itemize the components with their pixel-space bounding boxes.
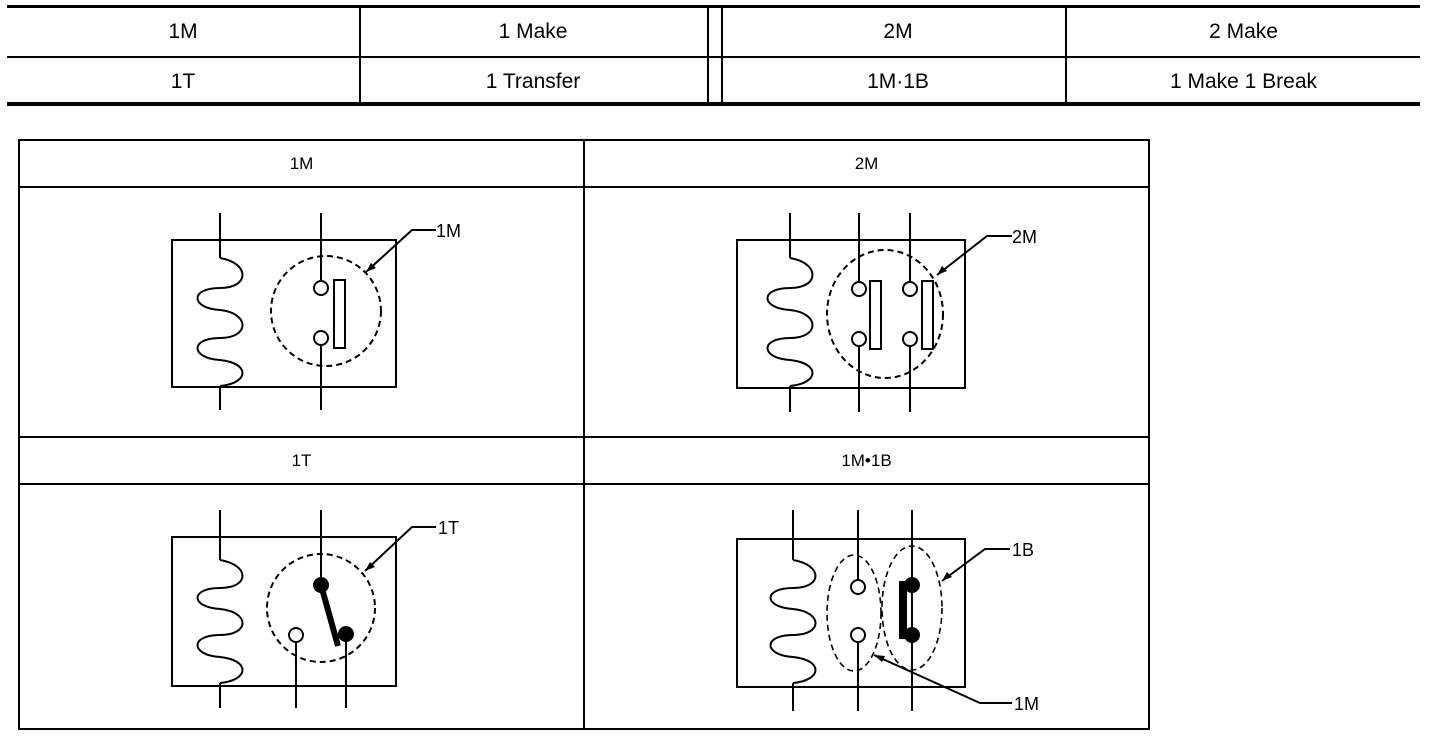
diagram-title: 1M•1B bbox=[585, 438, 1148, 485]
diagram-title: 1M bbox=[20, 141, 583, 188]
legend-meaning: 2 Make bbox=[1209, 19, 1278, 43]
callout-label-make: 1M bbox=[1014, 694, 1039, 714]
legend-row: 1T 1 Transfer 1M·1B 1 Make 1 Break bbox=[7, 58, 1420, 105]
legend-meaning: 1 Make 1 Break bbox=[1169, 69, 1318, 93]
legend-double-divider bbox=[721, 8, 723, 102]
legend-column-divider bbox=[1065, 8, 1067, 102]
contact-legend-table: 1M 1 Make 2M 2 Make 1T 1 Transfer 1M·1B … bbox=[7, 5, 1420, 106]
callout-label-break: 1B bbox=[1012, 540, 1034, 560]
legend-meaning: 1 Transfer bbox=[485, 69, 581, 93]
legend-row: 1M 1 Make 2M 2 Make bbox=[7, 8, 1420, 55]
relay-1m-1b-diagram: 1B 1M bbox=[736, 510, 1039, 714]
legend-row-divider bbox=[7, 56, 1420, 58]
legend-double-divider bbox=[707, 8, 709, 102]
relay-1m-diagram: 1M bbox=[171, 213, 461, 410]
callout-label: 1T bbox=[438, 518, 459, 538]
diagram-cell-1t: 1T 1T bbox=[20, 438, 585, 728]
relay-2m-diagram: 2M bbox=[736, 213, 1037, 412]
relay-contact-diagram-grid: 1M 1M 2M bbox=[18, 139, 1150, 730]
legend-code: 1M·1B bbox=[867, 69, 929, 93]
diagram-cell-1m: 1M 1M bbox=[20, 141, 585, 438]
diagram-cell-1m-1b: 1M•1B 1B 1M bbox=[585, 438, 1148, 728]
legend-code: 2M bbox=[883, 19, 913, 43]
relay-1t-diagram: 1T bbox=[171, 510, 459, 708]
legend-meaning: 1 Make bbox=[498, 19, 568, 43]
diagram-title: 1T bbox=[20, 438, 583, 485]
legend-code: 1M bbox=[168, 19, 198, 43]
legend-code: 1T bbox=[170, 69, 196, 93]
callout-label: 2M bbox=[1012, 227, 1037, 247]
diagram-cell-2m: 2M 2M bbox=[585, 141, 1148, 438]
diagram-title: 2M bbox=[585, 141, 1148, 188]
callout-label: 1M bbox=[436, 221, 461, 241]
legend-column-divider bbox=[359, 8, 361, 102]
